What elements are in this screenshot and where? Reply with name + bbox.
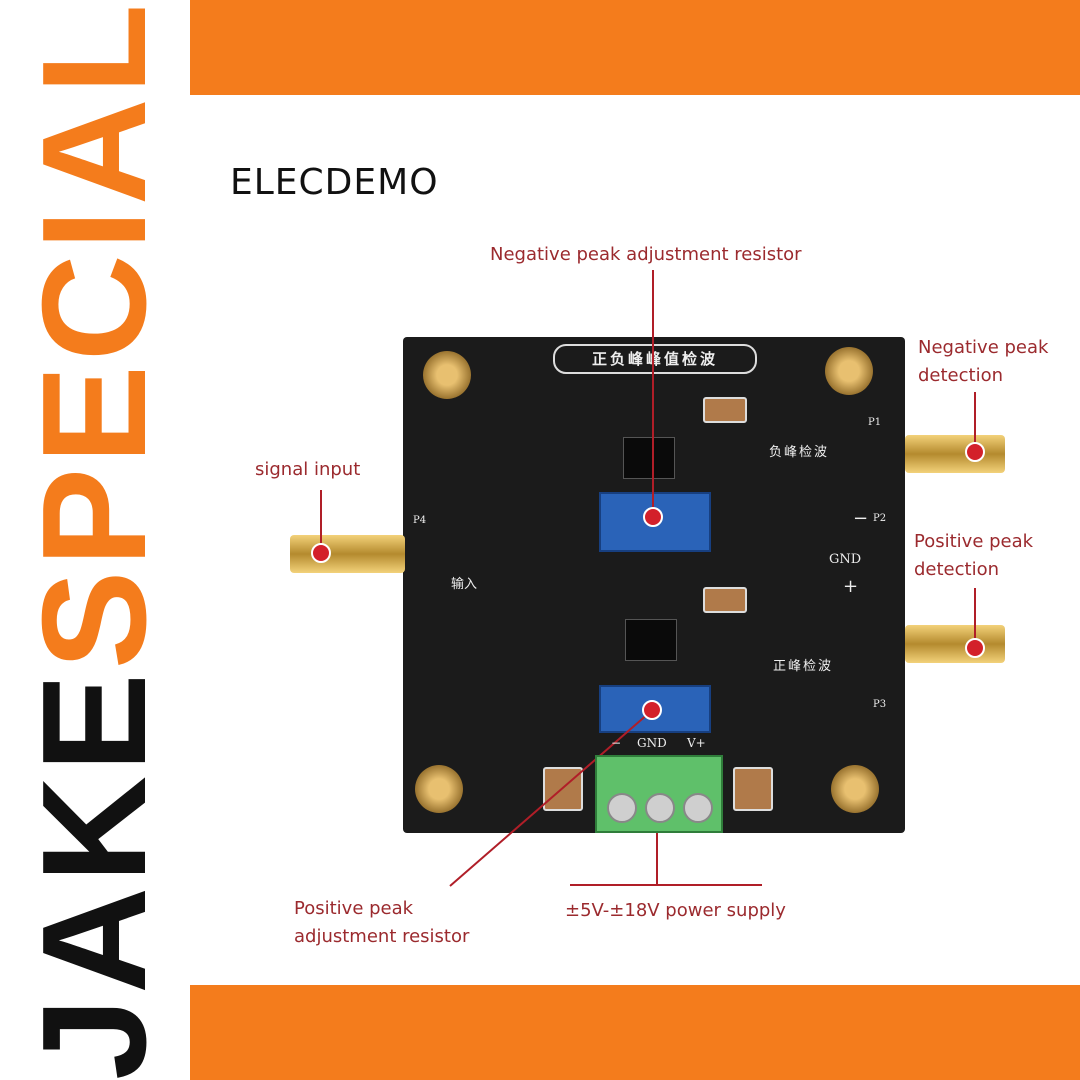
terminal-screw[interactable] [683,793,713,823]
mounting-nut [831,765,879,813]
brand-name: ELECDEMO [230,162,439,203]
logo-part-black: JAKE [12,669,177,1080]
negative-peak-resistor-label: Negative peak adjustment resistor [490,244,802,265]
sma-connector-positive [905,625,1005,663]
label-line: Positive peak [914,531,1034,552]
marker-dot [643,507,663,527]
mounting-nut [415,765,463,813]
marker-dot [642,700,662,720]
signal-input-label: signal input [255,459,361,480]
component [703,397,747,423]
terminal-gnd-label: GND [637,736,667,750]
top-orange-bar [190,0,1080,95]
mounting-nut [423,351,471,399]
terminal-minus-label: − [611,736,622,750]
port-p1-label: P1 [868,417,882,428]
negative-output-label: 负峰检波 [769,445,830,460]
logo-part-orange: SPECIAL [12,0,177,670]
negative-peak-detection-label: Negative peak detection [918,334,1048,390]
terminal-screw[interactable] [645,793,675,823]
board-title: 正负峰峰值检波 [553,344,757,374]
negative-peak-potentiometer[interactable] [599,492,711,552]
power-supply-label: ±5V-±18V power supply [565,900,786,921]
terminal-vplus-label: V+ [687,736,706,750]
pointer-line [974,588,976,648]
jakespecial-logo: JAKESPECIAL [12,0,177,1080]
port-p4-label: P4 [413,515,427,526]
component [733,767,773,811]
pointer-line [652,270,654,517]
pointer-line [974,392,976,452]
marker-dot [965,442,985,462]
input-label: 输入 [451,577,478,592]
bottom-orange-bar [190,985,1080,1080]
mounting-nut [825,347,873,395]
port-p3-label: P3 [873,699,887,710]
component [703,587,747,613]
label-line: Negative peak [918,337,1049,358]
pointer-line [570,884,762,886]
pointer-line [320,490,322,552]
positive-output-label: 正峰检波 [773,659,834,674]
pcb-board: 正负峰峰值检波 负峰检波 正峰检波 输入 − GND + P1 P2 P3 P4… [403,337,905,833]
marker-dot [311,543,331,563]
pin-plus-label: + [843,576,859,597]
label-line: detection [918,365,1004,386]
pin-gnd-label: GND [829,552,862,567]
positive-peak-detection-label: Positive peak detection [914,528,1033,584]
positive-peak-resistor-label: Positive peak adjustment resistor [294,895,469,951]
ic-chip-u2 [625,619,677,661]
label-line: adjustment resistor [294,926,470,947]
label-line: Positive peak [294,898,414,919]
sma-connector-input [290,535,405,573]
power-terminal-block [595,755,723,833]
port-p2-label: P2 [873,513,887,524]
terminal-screw[interactable] [607,793,637,823]
marker-dot [965,638,985,658]
ic-chip-u1 [623,437,675,479]
label-line: detection [914,559,1000,580]
sma-connector-negative [905,435,1005,473]
pointer-line [656,812,658,885]
pin-minus-label: − [853,508,869,529]
